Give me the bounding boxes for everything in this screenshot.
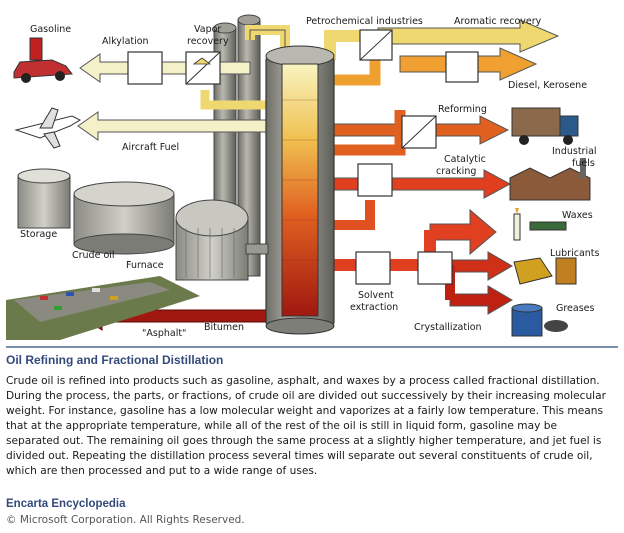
label-alkylation: Alkylation [102,36,149,47]
label-waxes: Waxes [562,210,593,221]
storage-tank [17,168,71,229]
label-gasoline: Gasoline [30,24,71,35]
label-vapor-recovery-2: recovery [187,36,229,47]
caption-divider [6,346,618,348]
crystallization-box [417,251,453,285]
distillation-column [265,45,335,335]
oil-can-icon [513,257,577,285]
grease-tin-icon [511,303,568,337]
caption-body: Crude oil is refined into products such … [6,375,606,477]
alkylation-box [127,51,163,85]
label-solvent-1: Solvent [358,290,394,301]
label-catalytic-1: Catalytic [444,154,486,165]
label-greases: Greases [556,303,595,314]
caption-title: Oil Refining and Fractional Distillation [6,353,224,367]
industrial-fuels-arrow [329,169,512,199]
label-lubricants: Lubricants [550,248,600,259]
waxes-arrow [429,208,497,256]
credit-source: Encarta Encyclopedia [6,498,126,510]
factory-icon [509,158,591,201]
refinery-diagram: Gasoline Alkylation Vapor recovery Petro… [6,14,600,340]
label-petrochemical: Petrochemical industries [306,16,423,27]
label-furnace: Furnace [126,260,164,271]
gasoline-arrow [79,53,251,83]
candles-icon [513,208,567,241]
label-asphalt: "Asphalt" [142,328,186,339]
label-aircraft-fuel: Aircraft Fuel [122,142,179,153]
label-aromatic-recovery: Aromatic recovery [454,16,542,27]
label-crystallization: Crystallization [414,322,482,333]
label-industrial-fuels-2: fuels [572,158,595,169]
credit-copyright: © Microsoft Corporation. All Rights Rese… [6,514,245,526]
label-crude-oil: Crude oil [72,250,115,261]
solvent-box [355,251,391,285]
label-storage: Storage [20,229,57,240]
catalytic-box [357,163,393,197]
crude-oil-tank [73,181,175,255]
aromatic-box [445,51,479,83]
label-bitumen: Bitumen [204,322,244,333]
label-diesel-kerosene: Diesel, Kerosene [508,80,587,91]
label-reforming: Reforming [438,104,487,115]
gas-pump-car-icon [13,37,73,83]
airplane-icon [14,107,82,149]
label-catalytic-2: cracking [436,166,476,177]
greases-arrow [449,285,513,315]
highway-scene [6,276,200,340]
lubricants-arrow [449,251,513,281]
label-solvent-2: extraction [350,302,398,313]
truck-icon [511,107,579,145]
label-vapor-recovery-1: Vapor [194,24,221,35]
label-industrial-fuels-1: Industrial [552,146,597,157]
furnace [175,199,269,281]
